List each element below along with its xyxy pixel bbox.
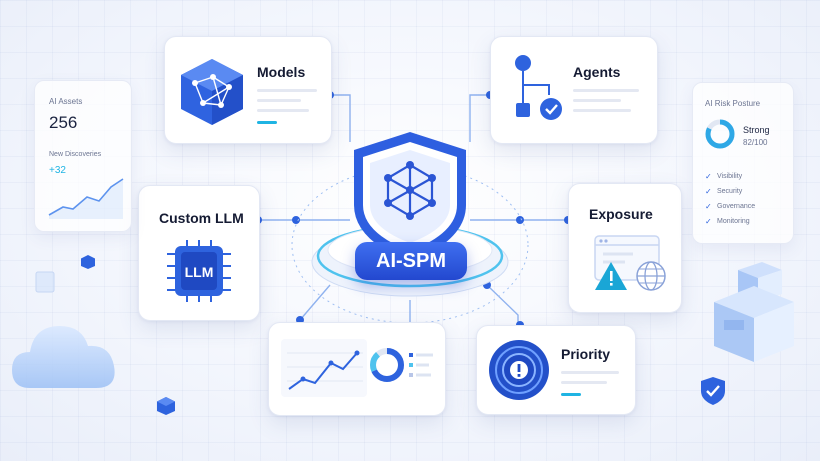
node-dot [292, 216, 300, 224]
exposure-icon [594, 235, 666, 291]
connector-models [330, 94, 351, 142]
custom-llm-card[interactable]: Custom LLM LLM [138, 185, 260, 321]
checklist-label: Monitoring [717, 218, 750, 225]
exposure-card[interactable]: Exposure [568, 183, 682, 313]
placeholder-line [257, 99, 301, 102]
ai-assets-title: AI Assets [49, 97, 83, 106]
checklist-label: Security [717, 188, 743, 195]
shield-check-icon [701, 377, 725, 405]
placeholder-line [561, 381, 607, 384]
priority-title: Priority [561, 346, 611, 362]
dashboard-icons [281, 339, 433, 397]
risk-checklist: ✓ Visibility ✓ Security ✓ Governance ✓ Monitori… [705, 169, 755, 229]
models-card[interactable]: Models [164, 36, 332, 144]
placeholder-line [257, 109, 309, 112]
hub-label: AI-SPM [355, 242, 467, 280]
ai-assets-panel: AI Assets 256 New Discoveries +32 [34, 80, 132, 232]
workflow-icon [515, 55, 562, 120]
checklist-item: ✓ Governance [705, 199, 755, 214]
cloud-icon [12, 326, 115, 388]
small-cube-icon [81, 255, 95, 269]
ai-assets-count: 256 [49, 113, 78, 132]
check-icon: ✓ [705, 202, 712, 211]
placeholder-line [257, 89, 317, 92]
neural-cube-icon [181, 59, 243, 125]
risk-score-gauge [705, 119, 735, 149]
models-title: Models [257, 64, 306, 80]
checklist-item: ✓ Monitoring [705, 214, 755, 229]
agents-card[interactable]: Agents [490, 36, 658, 144]
dashboard-card[interactable] [268, 322, 446, 416]
placeholder-line [573, 89, 639, 92]
priority-card[interactable]: Priority [476, 325, 636, 415]
custom-llm-title: Custom LLM [159, 210, 244, 226]
orbit-ring [291, 166, 529, 324]
server-stack-icon [714, 262, 794, 362]
placeholder-line [573, 109, 631, 112]
checklist-label: Visibility [717, 173, 743, 180]
new-discoveries-label: New Discoveries [49, 151, 102, 158]
node-dot [516, 216, 524, 224]
check-icon: ✓ [705, 187, 712, 196]
check-icon: ✓ [705, 217, 712, 226]
check-icon: ✓ [705, 172, 712, 181]
discoveries-trend-icon [48, 178, 124, 219]
checklist-item: ✓ Visibility [705, 169, 755, 184]
glass-cube-icon [35, 271, 55, 293]
checklist-label: Governance [717, 203, 756, 210]
risk-posture-panel: AI Risk Posture Strong 82/100 ✓ Visibilit… [692, 82, 794, 244]
exposure-title: Exposure [589, 206, 653, 222]
connector-agents [469, 94, 490, 142]
chip-label: LLM [184, 264, 214, 280]
checklist-item: ✓ Security [705, 184, 755, 199]
risk-posture-title: AI Risk Posture [705, 99, 761, 108]
placeholder-line [573, 99, 621, 102]
risk-status: Strong [743, 125, 770, 135]
risk-score: 82/100 [743, 138, 768, 147]
placeholder-line [561, 371, 619, 374]
agents-title: Agents [573, 64, 621, 80]
trend-line-icon [288, 352, 358, 390]
small-cube-icon [157, 397, 175, 415]
new-discoveries-delta: +32 [49, 165, 66, 176]
chip-icon [167, 240, 231, 302]
accent-line [257, 121, 277, 124]
accent-line [561, 393, 581, 396]
target-alert-icon [489, 340, 549, 400]
connector-dashboard-left [299, 284, 331, 321]
